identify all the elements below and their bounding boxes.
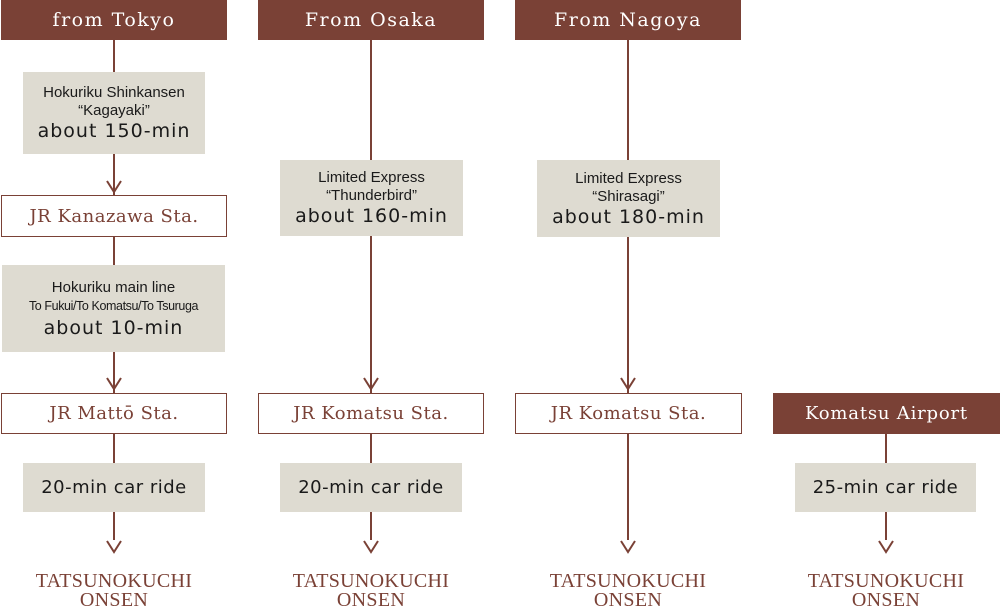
train-name: Hokuriku Shinkansen [43, 84, 185, 101]
car-ride-step: 20-min car ride [23, 463, 205, 512]
connector-line [370, 40, 372, 540]
origin-header-osaka: From Osaka [258, 0, 484, 40]
destination-label: TATSUNOKUCHI ONSEN [0, 570, 228, 611]
station-box: JR Komatsu Sta. [258, 393, 484, 434]
arrow-down-icon [878, 540, 894, 554]
train-name: Limited Express [318, 169, 425, 186]
destination-line1: TATSUNOKUCHI [35, 570, 193, 592]
car-ride-label: 20-min car ride [298, 477, 444, 498]
station-box: JR Komatsu Sta. [515, 393, 742, 434]
arrow-down-icon [106, 540, 122, 554]
travel-duration: about 150-min [37, 120, 191, 142]
car-ride-step: 25-min car ride [795, 463, 976, 512]
destination-line2: ONSEN [851, 589, 921, 611]
train-name: Hokuriku main line [51, 278, 176, 296]
destination-line2: ONSEN [336, 589, 406, 611]
transit-step: Hokuriku Shinkansen “Kagayaki” about 150… [23, 72, 205, 154]
destination-line1: TATSUNOKUCHI [549, 570, 707, 592]
car-ride-label: 20-min car ride [41, 477, 187, 498]
travel-duration: about 180-min [552, 205, 705, 228]
transit-step: Limited Express “Shirasagi” about 180-mi… [537, 160, 720, 237]
arrow-down-icon [620, 377, 636, 391]
train-service: “Shirasagi” [592, 187, 665, 205]
destination-label: TATSUNOKUCHI ONSEN [257, 570, 485, 611]
destination-label: TATSUNOKUCHI ONSEN [772, 570, 1000, 611]
transit-step: Hokuriku main line To Fukui/To Komatsu/T… [2, 265, 225, 352]
origin-header-tokyo: from Tokyo [1, 0, 227, 40]
train-service: To Fukui/To Komatsu/To Tsuruga [28, 298, 199, 313]
arrow-down-icon [620, 540, 636, 554]
train-name: Limited Express [575, 169, 682, 187]
station-box: JR Kanazawa Sta. [1, 195, 227, 237]
destination-line2: ONSEN [593, 589, 663, 611]
connector-line [627, 40, 629, 540]
destination-label: TATSUNOKUCHI ONSEN [514, 570, 742, 611]
origin-header-nagoya: From Nagoya [515, 0, 741, 40]
train-service: “Thunderbird” [326, 187, 417, 204]
transit-step: Limited Express “Thunderbird” about 160-… [280, 160, 463, 236]
origin-header-komatsu-airport: Komatsu Airport [773, 393, 1000, 434]
train-service: “Kagayaki” [78, 102, 150, 119]
destination-line1: TATSUNOKUCHI [807, 570, 965, 592]
car-ride-step: 20-min car ride [280, 463, 462, 512]
arrow-down-icon [106, 180, 122, 194]
arrow-down-icon [363, 540, 379, 554]
travel-duration: about 160-min [295, 205, 448, 227]
destination-line2: ONSEN [79, 589, 149, 611]
car-ride-label: 25-min car ride [812, 477, 959, 498]
destination-line1: TATSUNOKUCHI [292, 570, 450, 592]
travel-duration: about 10-min [43, 316, 184, 339]
arrow-down-icon [363, 377, 379, 391]
station-box: JR Mattō Sta. [1, 393, 227, 434]
arrow-down-icon [106, 377, 122, 391]
